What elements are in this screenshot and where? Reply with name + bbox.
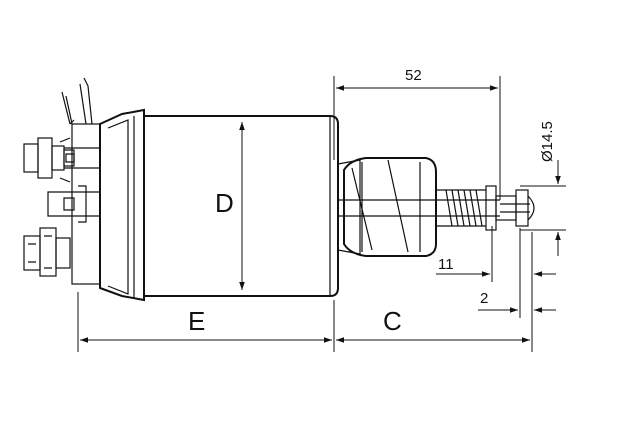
label-11: 11 — [438, 256, 454, 273]
plunger-assembly — [337, 157, 535, 257]
dimension-diameter — [520, 160, 566, 256]
label-c: C — [383, 306, 402, 336]
label-diameter: Ø14.5 — [539, 121, 556, 162]
dimension-52 — [333, 76, 501, 200]
label-52: 52 — [405, 67, 422, 84]
terminal-block — [23, 77, 101, 285]
end-cap — [99, 108, 145, 302]
label-2: 2 — [480, 290, 488, 307]
solenoid-body — [144, 115, 339, 297]
label-e: E — [188, 306, 205, 336]
dimension-e-c — [77, 232, 533, 352]
dimension-2 — [478, 228, 556, 318]
dimension-11 — [436, 226, 556, 282]
label-d: D — [215, 188, 234, 218]
